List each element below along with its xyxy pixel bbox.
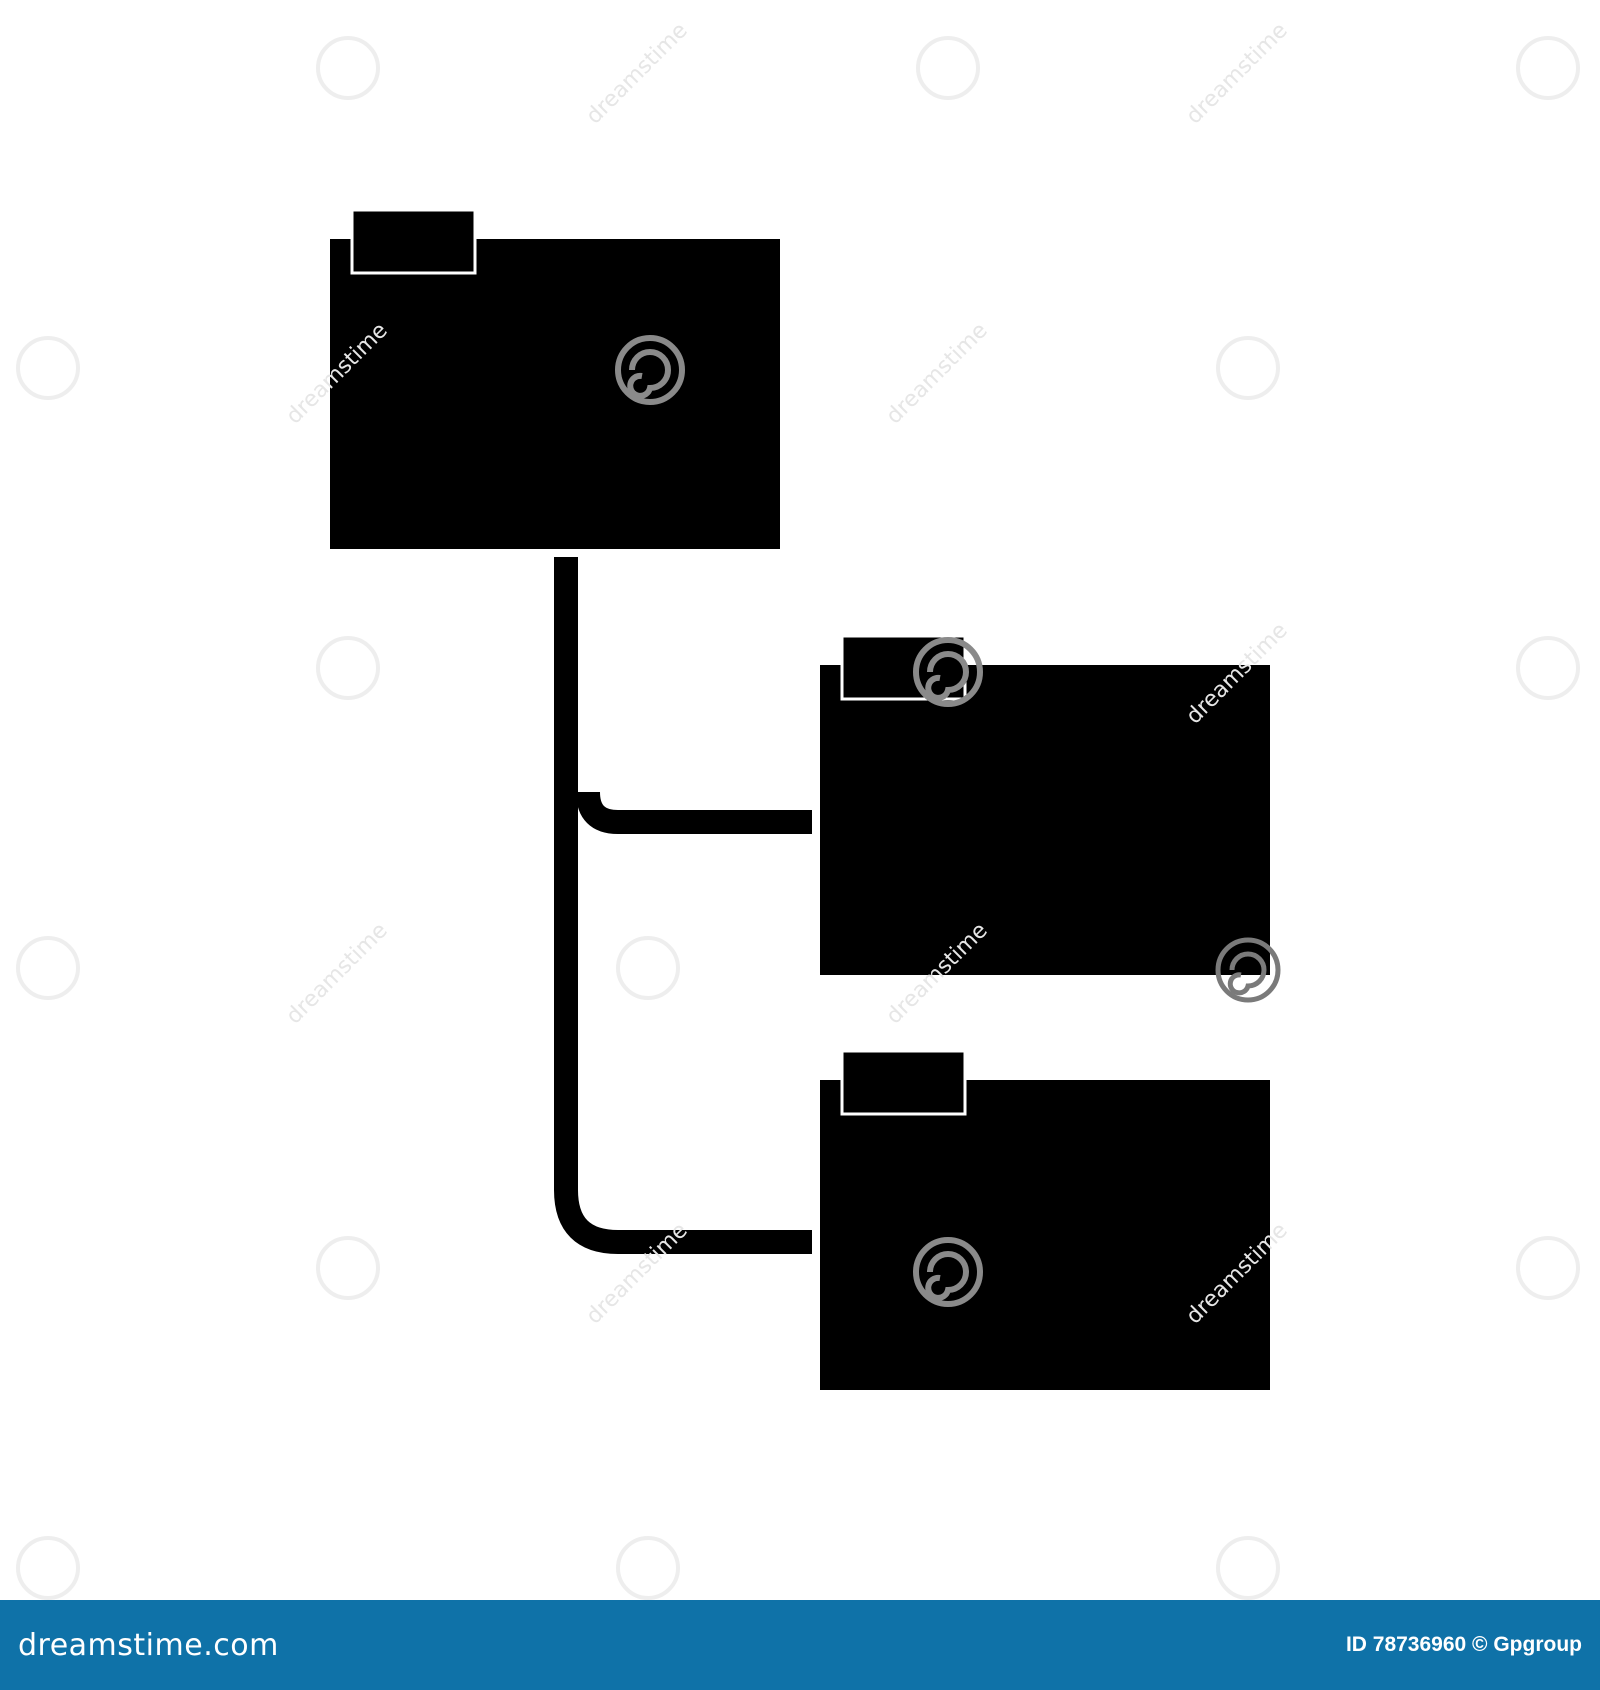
watermark-text: dreamstime (882, 318, 993, 429)
watermark-text: dreamstime (582, 18, 693, 129)
watermark-text: dreamstime (282, 918, 393, 1029)
stock-footer-bar: dreamstime.com ID 78736960 © Gpgroup (0, 1600, 1600, 1690)
tree-connectors (554, 557, 812, 1254)
watermark-text: dreamstime (1182, 18, 1293, 129)
spiral-logo-icon (615, 335, 685, 405)
child-folder-2-icon (820, 1049, 1270, 1390)
spiral-logo-icon (913, 637, 983, 707)
child-folder-1-icon (820, 634, 1270, 975)
spiral-logo-icon (913, 1237, 983, 1307)
dreamstime-logo: dreamstime.com (18, 1627, 279, 1663)
spiral-logo-icon (16, 36, 1580, 1600)
image-id-credit: ID 78736960 © Gpgroup (1345, 1633, 1582, 1656)
spiral-logo-icon (1215, 937, 1281, 1003)
watermark-layer: dreamstime dreamstime dreamstime dreamst… (16, 18, 1580, 1600)
folder-tree-diagram: dreamstime dreamstime dreamstime dreamst… (16, 18, 1580, 1600)
connector-trunk-to-child-2 (554, 557, 812, 1254)
connector-to-child-1 (576, 791, 812, 834)
parent-folder-icon (330, 208, 780, 549)
